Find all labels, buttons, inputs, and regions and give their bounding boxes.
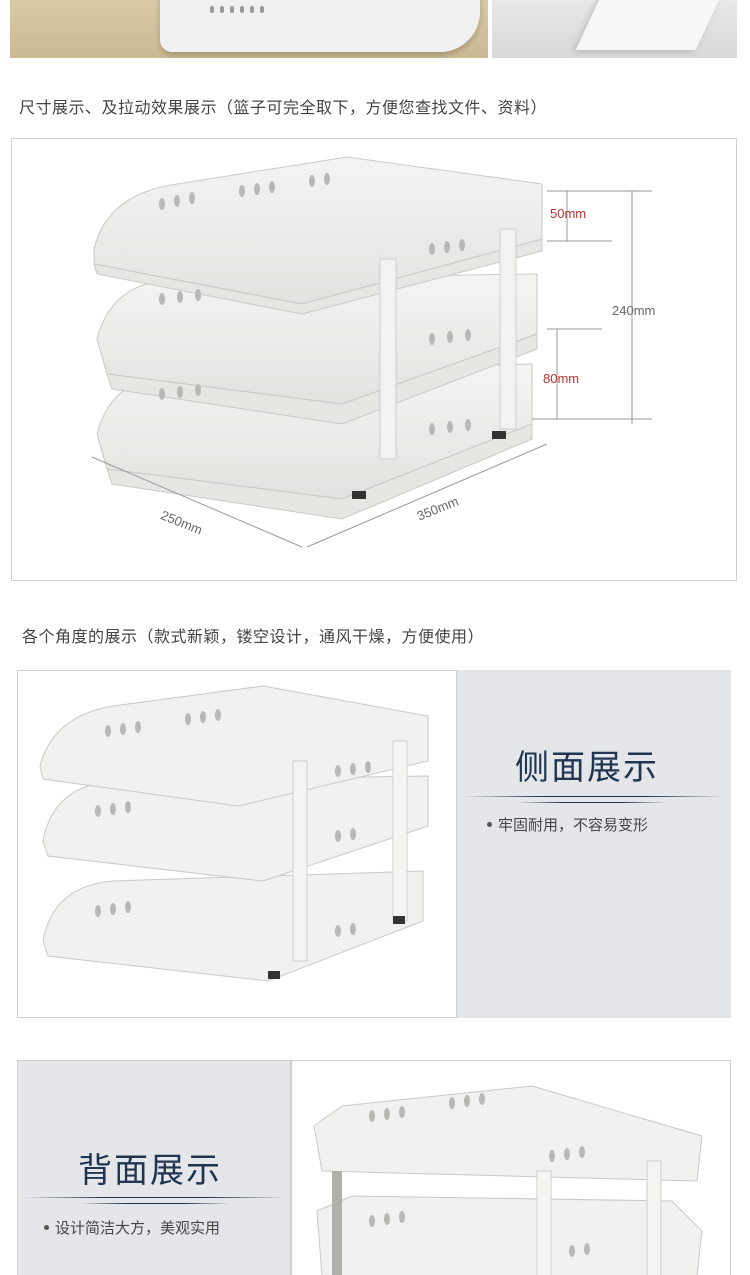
back-view-block: 背面展示 设计简洁大方，美观实用: [17, 1060, 731, 1275]
title-divider: [463, 796, 725, 797]
angle-section-caption: 各个角度的展示（款式新颖，镂空设计，通风干燥，方便使用）: [22, 629, 485, 646]
tray-corner-shape: [575, 0, 729, 50]
back-view-bullet: 设计简洁大方，美观实用: [44, 1217, 220, 1238]
bullet-dot: [487, 822, 492, 827]
top-product-photo-strip: [10, 0, 737, 58]
tray-top: [93, 156, 543, 315]
back-view-tray-illustration: [313, 1085, 703, 1275]
tray-middle: [96, 273, 538, 425]
top-photo-left: [10, 0, 488, 58]
foot: [492, 431, 506, 439]
tray-holes-pattern: [159, 173, 471, 435]
dimension-lines: [91, 190, 652, 548]
dimension-total-height: 240mm: [612, 303, 656, 318]
side-view-block: 侧面展示 牢固耐用，不容易变形: [17, 670, 731, 1018]
tray-dimension-illustration: [91, 156, 652, 548]
side-view-panel: 侧面展示 牢固耐用，不容易变形: [457, 670, 731, 1018]
back-view-title: 背面展示: [78, 1151, 222, 1191]
size-section-caption: 尺寸展示、及拉动效果展示（篮子可完全取下，方便您查找文件、资料）: [19, 100, 548, 117]
dimension-top-gap: 50mm: [550, 206, 587, 221]
title-divider: [24, 1197, 286, 1198]
top-photo-right: [492, 0, 737, 58]
back-view-photo: [291, 1060, 731, 1275]
support-post-left: [379, 258, 397, 460]
side-view-title: 侧面展示: [515, 748, 659, 788]
dimension-layer-gap: 80mm: [543, 371, 580, 386]
back-view-panel: 背面展示 设计简洁大方，美观实用: [17, 1060, 291, 1275]
foot: [352, 491, 366, 499]
back-view-bullet-text: 设计简洁大方，美观实用: [55, 1220, 221, 1237]
tray-edge-shape: [160, 0, 480, 52]
side-view-tray-illustration: [39, 685, 429, 982]
side-view-bullet-text: 牢固耐用，不容易变形: [498, 817, 649, 834]
dimension-diagram-box: 50mm 240mm 80mm 250mm 350mm: [11, 138, 737, 581]
side-view-bullet: 牢固耐用，不容易变形: [487, 814, 648, 835]
title-divider-short: [80, 1203, 230, 1204]
title-divider-short: [517, 802, 667, 803]
side-view-photo: [17, 670, 457, 1018]
tray-holes: [210, 6, 264, 13]
support-post-right: [499, 228, 517, 430]
bullet-dot: [44, 1225, 49, 1230]
